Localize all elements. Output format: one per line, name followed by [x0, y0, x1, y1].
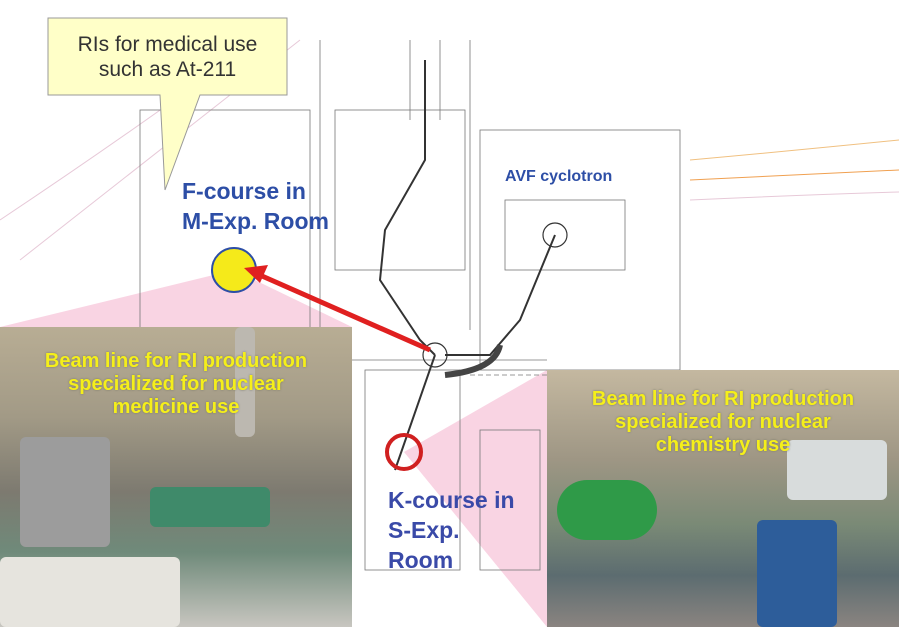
- highlight-wedge-right: [404, 370, 547, 627]
- k-course-line: S-Exp.: [388, 517, 460, 543]
- photo-caption: Beam line for RI production specialized …: [591, 388, 855, 456]
- f-course-line: M-Exp. Room: [182, 208, 329, 234]
- red-arrow: [260, 273, 432, 353]
- photo-nuclear-medicine-beamline: Beam line for RI production specialized …: [0, 327, 352, 627]
- beam-line: [378, 60, 568, 471]
- callout-line: such as At-211: [98, 57, 237, 81]
- f-course-label: F-course in M-Exp. Room: [182, 176, 329, 236]
- photo-caption: Beam line for RI production specialized …: [44, 350, 308, 418]
- cyclotron-label: AVF cyclotron: [505, 168, 613, 185]
- k-course-line: Room: [388, 547, 454, 573]
- callout-text: RIs for medical use such as At-211: [48, 18, 287, 95]
- k-course-line: K-course in: [388, 487, 515, 513]
- highlight-wedge-left: [0, 270, 352, 327]
- k-course-label: K-course in S-Exp. Room: [388, 485, 515, 575]
- k-course-marker: [385, 433, 423, 471]
- photo-nuclear-chemistry-beamline: Beam line for RI production specialized …: [547, 370, 899, 627]
- callout-bubble: [47, 17, 288, 191]
- arrow-head-icon: [244, 265, 268, 283]
- callout-line: RIs for medical use: [77, 32, 258, 56]
- f-course-line: F-course in: [182, 178, 306, 204]
